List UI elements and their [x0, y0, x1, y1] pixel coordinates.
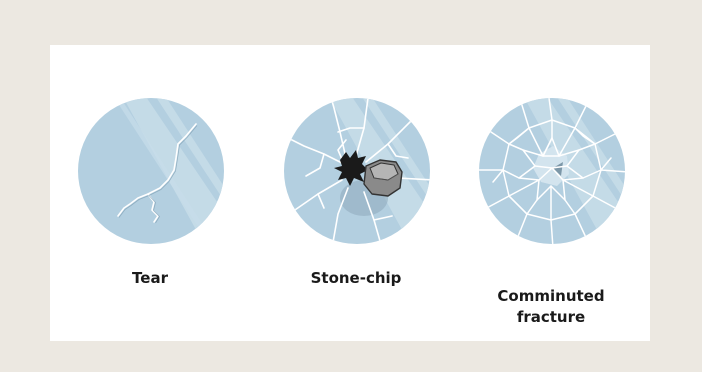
label-comminuted-fracture-line-1: Comminuted: [451, 286, 651, 307]
figure-panel: Tear: [50, 45, 650, 341]
stone-icon: [364, 160, 402, 196]
label-comminuted-fracture-line-2: fracture: [451, 307, 651, 328]
label-stone-chip-line-1: Stone-chip: [256, 268, 456, 289]
glass-stone-chip-icon: [284, 98, 430, 244]
label-tear-line-1: Tear: [50, 268, 250, 289]
item-comminuted-fracture: Comminuted fracture: [451, 45, 651, 341]
item-stone-chip: Stone-chip: [256, 45, 456, 341]
glass-tear-icon: [78, 98, 224, 244]
label-comminuted-fracture: Comminuted fracture: [451, 286, 651, 328]
label-stone-chip: Stone-chip: [256, 268, 456, 289]
glass-comminuted-fracture-icon: [479, 98, 625, 244]
label-tear: Tear: [50, 268, 250, 289]
item-tear: Tear: [50, 45, 250, 341]
